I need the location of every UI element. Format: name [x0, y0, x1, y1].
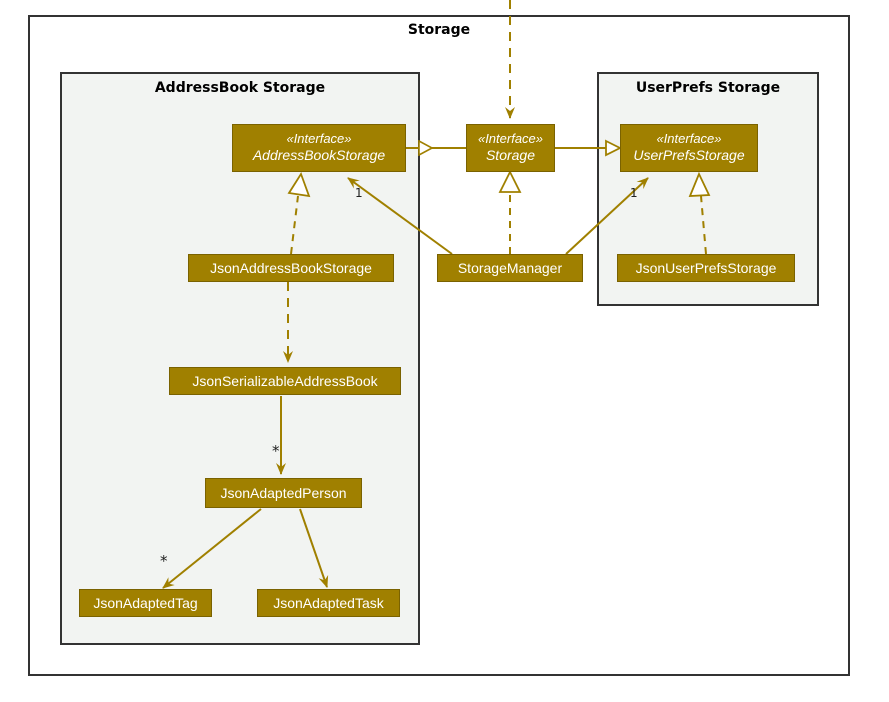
class-name-label: JsonSerializableAddressBook	[192, 372, 378, 389]
package-title-addressbook-storage: AddressBook Storage	[154, 80, 326, 96]
connector-storagemanager-to-storage	[498, 169, 522, 254]
class-name-label: Storage	[485, 147, 536, 164]
class-box-jsonserializableaddressbook[interactable]: JsonSerializableAddressBook	[169, 367, 401, 395]
class-box-userprefsstorage[interactable]: «Interface» UserPrefsStorage	[620, 124, 758, 172]
package-title-storage: Storage	[407, 22, 471, 38]
multiplicity-label-addressbookstorage: 1	[355, 186, 363, 200]
connector-storagemanager-to-addressbookstorage	[347, 177, 453, 255]
stereotype-label: «Interface»	[656, 131, 722, 147]
class-name-label: StorageManager	[457, 259, 563, 276]
connector-jsonadaptedperson-to-jsonadaptedtask	[299, 508, 329, 588]
class-name-label: UserPrefsStorage	[633, 147, 745, 164]
connector-jsonaddressbookstorage-to-addressbookstorage	[287, 171, 311, 255]
class-box-jsonadaptedperson[interactable]: JsonAdaptedPerson	[205, 478, 362, 508]
connector-jsonuserprefsstorage-to-userprefsstorage	[688, 171, 711, 255]
multiplicity-label-jsonadaptedperson: *	[272, 442, 280, 460]
class-box-storage[interactable]: «Interface» Storage	[466, 124, 555, 172]
multiplicity-label-userprefsstorage: 1	[630, 186, 638, 200]
class-box-jsonuserprefsstorage[interactable]: JsonUserPrefsStorage	[617, 254, 795, 282]
connector-storage-to-userprefsstorage	[555, 139, 623, 157]
multiplicity-label-jsonadaptedtag: *	[160, 552, 168, 570]
class-name-label: JsonUserPrefsStorage	[635, 259, 777, 276]
class-name-label: JsonAddressBookStorage	[210, 259, 372, 276]
package-title-userprefs-storage: UserPrefs Storage	[635, 80, 781, 96]
stereotype-label: «Interface»	[477, 131, 544, 147]
connector-jsonadaptedperson-to-jsonadaptedtag	[162, 508, 262, 589]
class-box-jsonadaptedtag[interactable]: JsonAdaptedTag	[79, 589, 212, 617]
connector-storagemanager-to-userprefsstorage	[565, 177, 649, 255]
class-box-addressbookstorage[interactable]: «Interface» AddressBookStorage	[232, 124, 406, 172]
class-box-jsonaddressbookstorage[interactable]: JsonAddressBookStorage	[188, 254, 394, 282]
class-box-storagemanager[interactable]: StorageManager	[437, 254, 583, 282]
class-name-label: JsonAdaptedTask	[273, 594, 384, 611]
class-name-label: JsonAdaptedTag	[93, 594, 198, 611]
class-name-label: JsonAdaptedPerson	[220, 484, 347, 501]
class-name-label: AddressBookStorage	[252, 147, 386, 164]
stereotype-label: «Interface»	[286, 131, 352, 147]
class-box-jsonadaptedtask[interactable]: JsonAdaptedTask	[257, 589, 400, 617]
